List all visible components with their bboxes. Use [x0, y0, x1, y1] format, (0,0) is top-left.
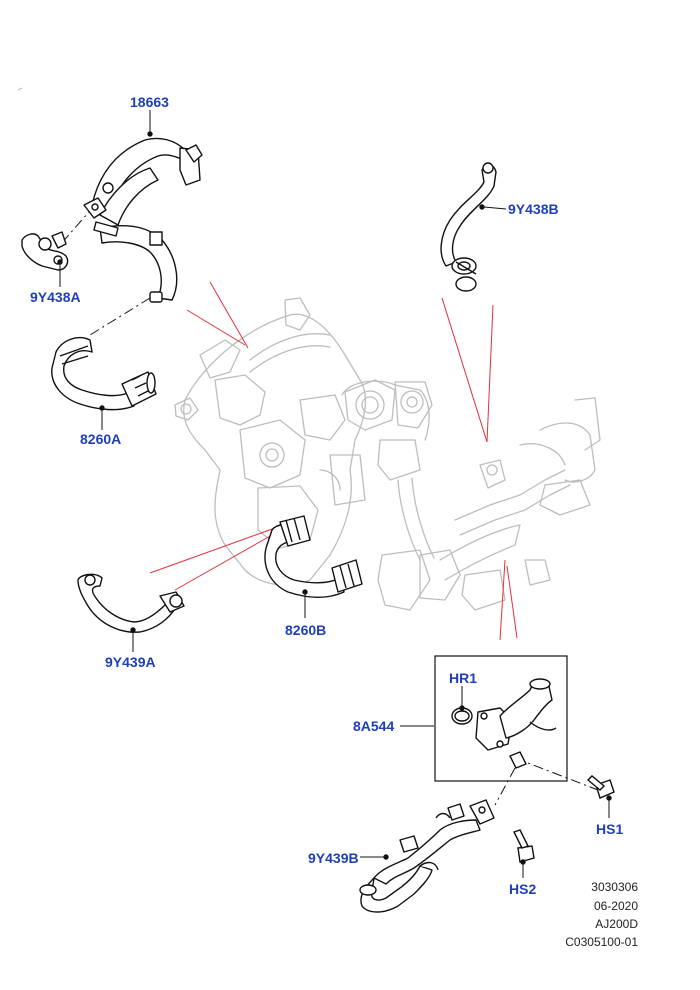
callout-hs2: HS2 — [509, 881, 537, 897]
meta-engine-code: AJ200D — [595, 917, 638, 931]
callout-8a544: 8A544 — [353, 718, 395, 734]
part-9y438a-clip — [21, 231, 69, 271]
callout-9y439b: 9Y439B — [308, 850, 359, 866]
detail-box — [434, 655, 568, 782]
part-8260b-hose — [264, 515, 363, 598]
part-9y438b-pipe — [440, 162, 497, 292]
corner-mark — [17, 87, 23, 91]
part-hs2-bolt — [513, 829, 535, 863]
callout-9y438b: 9Y438B — [508, 201, 559, 217]
part-hs1-bolt — [586, 775, 615, 799]
callout-hr1: HR1 — [449, 670, 478, 686]
callout-8260b: 8260B — [285, 622, 327, 638]
callout-9y439a: 9Y439A — [105, 654, 156, 670]
meta-date: 06-2020 — [593, 899, 638, 913]
part-8260a-hose — [51, 336, 157, 411]
callout-8260a: 8260A — [80, 431, 122, 447]
callout-leaders — [57, 110, 612, 878]
callout-hs1: HS1 — [596, 821, 624, 837]
red-leader-lines — [149, 281, 518, 641]
callout-9y438a: 9Y438A — [30, 289, 81, 305]
engine-assembly — [174, 297, 601, 611]
part-18663-pipe — [83, 137, 203, 303]
part-8a544-pipe — [475, 678, 557, 769]
meta-drawing-number: 3030306 — [591, 880, 638, 894]
part-9y439b-pipe — [359, 799, 495, 913]
part-9y439a-pipe — [77, 573, 185, 633]
callout-18663: 18663 — [130, 94, 169, 110]
meta-illustration-id: C0305100-01 — [565, 935, 638, 949]
